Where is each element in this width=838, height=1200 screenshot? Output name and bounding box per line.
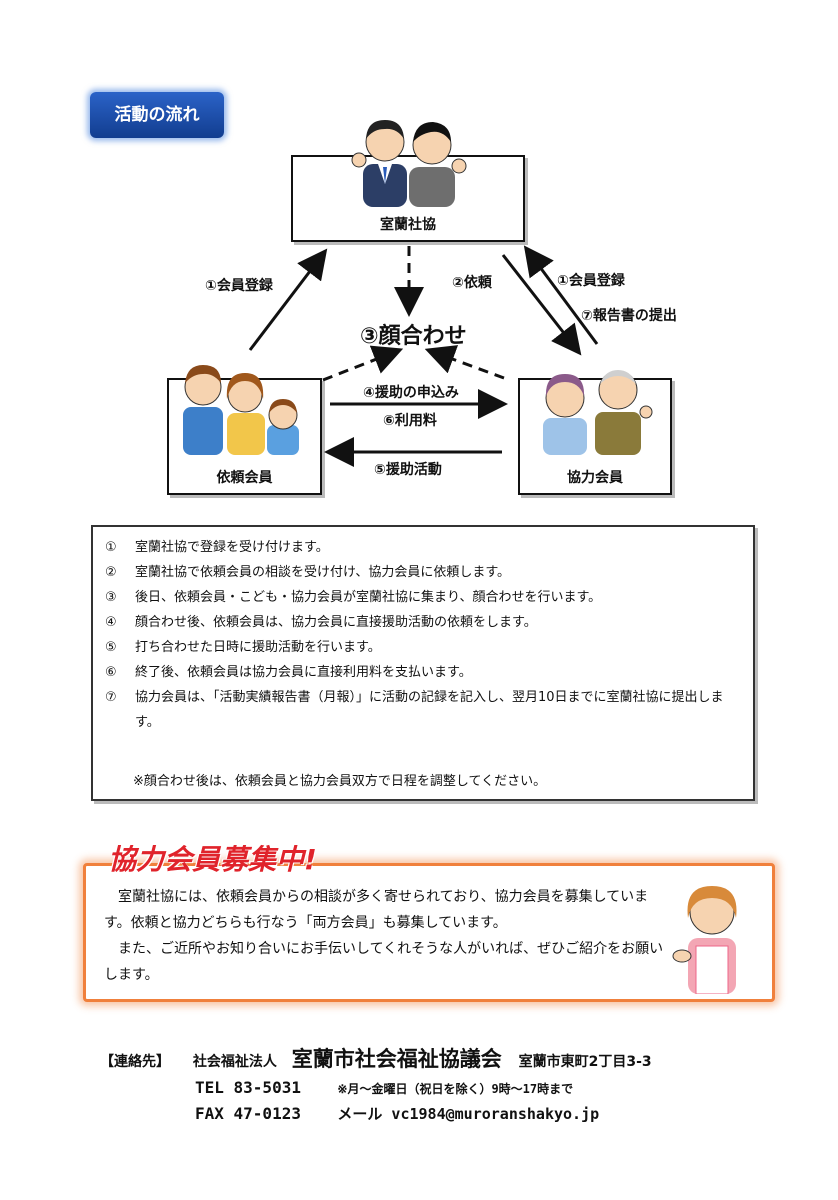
arrow-label-register-right: ①会員登録 xyxy=(557,273,625,289)
org-type: 社会福祉法人 xyxy=(192,1054,277,1070)
flow-arrows xyxy=(248,245,599,467)
section-title: 活動の流れ xyxy=(90,92,224,138)
staff-illustration-icon xyxy=(351,120,467,207)
arrow-label-fee: ⑥利用料 xyxy=(383,413,437,429)
steps-note: ※顔合わせ後は、依頼会員と協力会員双方で日程を調整してください。 xyxy=(133,774,547,789)
email-link[interactable]: メール vc1984@muroranshakyo.jp xyxy=(337,1105,600,1123)
seniors-illustration-icon xyxy=(543,370,653,455)
office-hours: ※月～金曜日（祝日を除く）9時～17時まで xyxy=(337,1082,574,1096)
tel-number[interactable]: TEL 83-5031 xyxy=(195,1078,301,1097)
center-label-meeting: ③顔合わせ xyxy=(360,324,467,349)
recruit-box: 室蘭社協には、依頼会員からの相談が多く寄せられており、協力会員を募集しています。… xyxy=(83,863,775,1002)
recruit-paragraph-2: また、ご近所やお知り合いにお手伝いしてくれそうな人がいれば、ぜひご紹介をお願いし… xyxy=(104,941,664,983)
recruit-title: 協力会員募集中! xyxy=(108,843,317,876)
arrow-label-apply: ④援助の申込み xyxy=(363,385,459,401)
arrow-label-request: ②依頼 xyxy=(452,275,492,291)
box-requester-label: 依頼会員 xyxy=(216,470,273,486)
contact-label: 【連絡先】 xyxy=(100,1054,170,1070)
box-shakyo-label: 室蘭社協 xyxy=(380,217,436,233)
recruit-paragraph-1: 室蘭社協には、依頼会員からの相談が多く寄せられており、協力会員を募集しています。… xyxy=(104,889,649,931)
tel-line: TEL 83-5031 ※月～金曜日（祝日を除く）9時～17時まで xyxy=(195,1078,573,1097)
arrow-label-activity: ⑤援助活動 xyxy=(374,462,442,478)
woman-guide-illustration-icon xyxy=(672,886,737,994)
org-name: 室蘭市社会福祉協議会 xyxy=(291,1047,502,1071)
contact-line: 【連絡先】 社会福祉法人 室蘭市社会福祉協議会 室蘭市東町2丁目3-3 xyxy=(100,1043,652,1073)
box-shakyo: 室蘭社協 xyxy=(291,155,525,242)
family-illustration-icon xyxy=(183,365,299,455)
arrow-label-report: ⑦報告書の提出 xyxy=(581,308,677,324)
arrow-label-register-left: ①会員登録 xyxy=(205,278,273,294)
fax-number: FAX 47-0123 xyxy=(195,1104,301,1123)
box-supporter-label: 協力会員 xyxy=(567,470,623,486)
fax-line: FAX 47-0123 メール vc1984@muroranshakyo.jp xyxy=(195,1103,599,1124)
org-address: 室蘭市東町2丁目3-3 xyxy=(518,1054,652,1070)
